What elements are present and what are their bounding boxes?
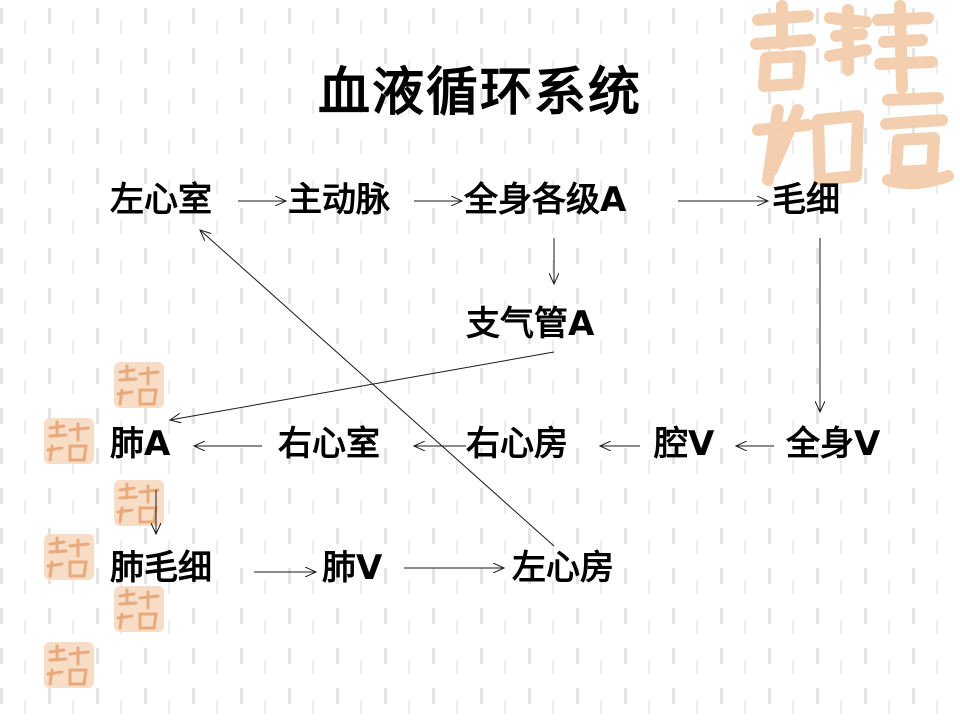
node-systemic-veins: 全身V: [786, 424, 881, 464]
node-right-ventricle: 右心室: [278, 424, 380, 464]
seal-stamp-icon: [114, 480, 164, 526]
seal-stamp-icon: [114, 586, 164, 632]
node-aorta: 主动脉: [288, 180, 390, 220]
node-right-atrium: 右心房: [466, 424, 568, 464]
seal-stamp-icon: [114, 362, 164, 408]
node-vena-cava: 腔V: [654, 424, 715, 464]
arrow-bronchial-artery-to-pulmonary-artery: [170, 351, 555, 420]
node-capillaries: 毛细: [772, 180, 840, 220]
seal-stamp-icon: [44, 534, 94, 580]
node-left-ventricle: 左心室: [110, 180, 212, 220]
node-pulmonary-capillaries: 肺毛细: [110, 548, 212, 588]
node-left-atrium: 左心房: [512, 548, 614, 588]
node-pulmonary-artery: 肺A: [110, 424, 171, 464]
seal-stamp-icon: [750, 0, 954, 190]
node-bronchial-artery: 支气管A: [466, 304, 595, 344]
seal-stamp-icon: [44, 418, 94, 464]
node-pulmonary-vein: 肺V: [322, 548, 383, 588]
page-title: 血液循环系统: [317, 63, 642, 123]
seal-stamp-icon: [44, 642, 94, 688]
node-systemic-arteries: 全身各级A: [464, 180, 627, 220]
arrow-left-atrium-to-left-ventricle: [200, 230, 555, 547]
